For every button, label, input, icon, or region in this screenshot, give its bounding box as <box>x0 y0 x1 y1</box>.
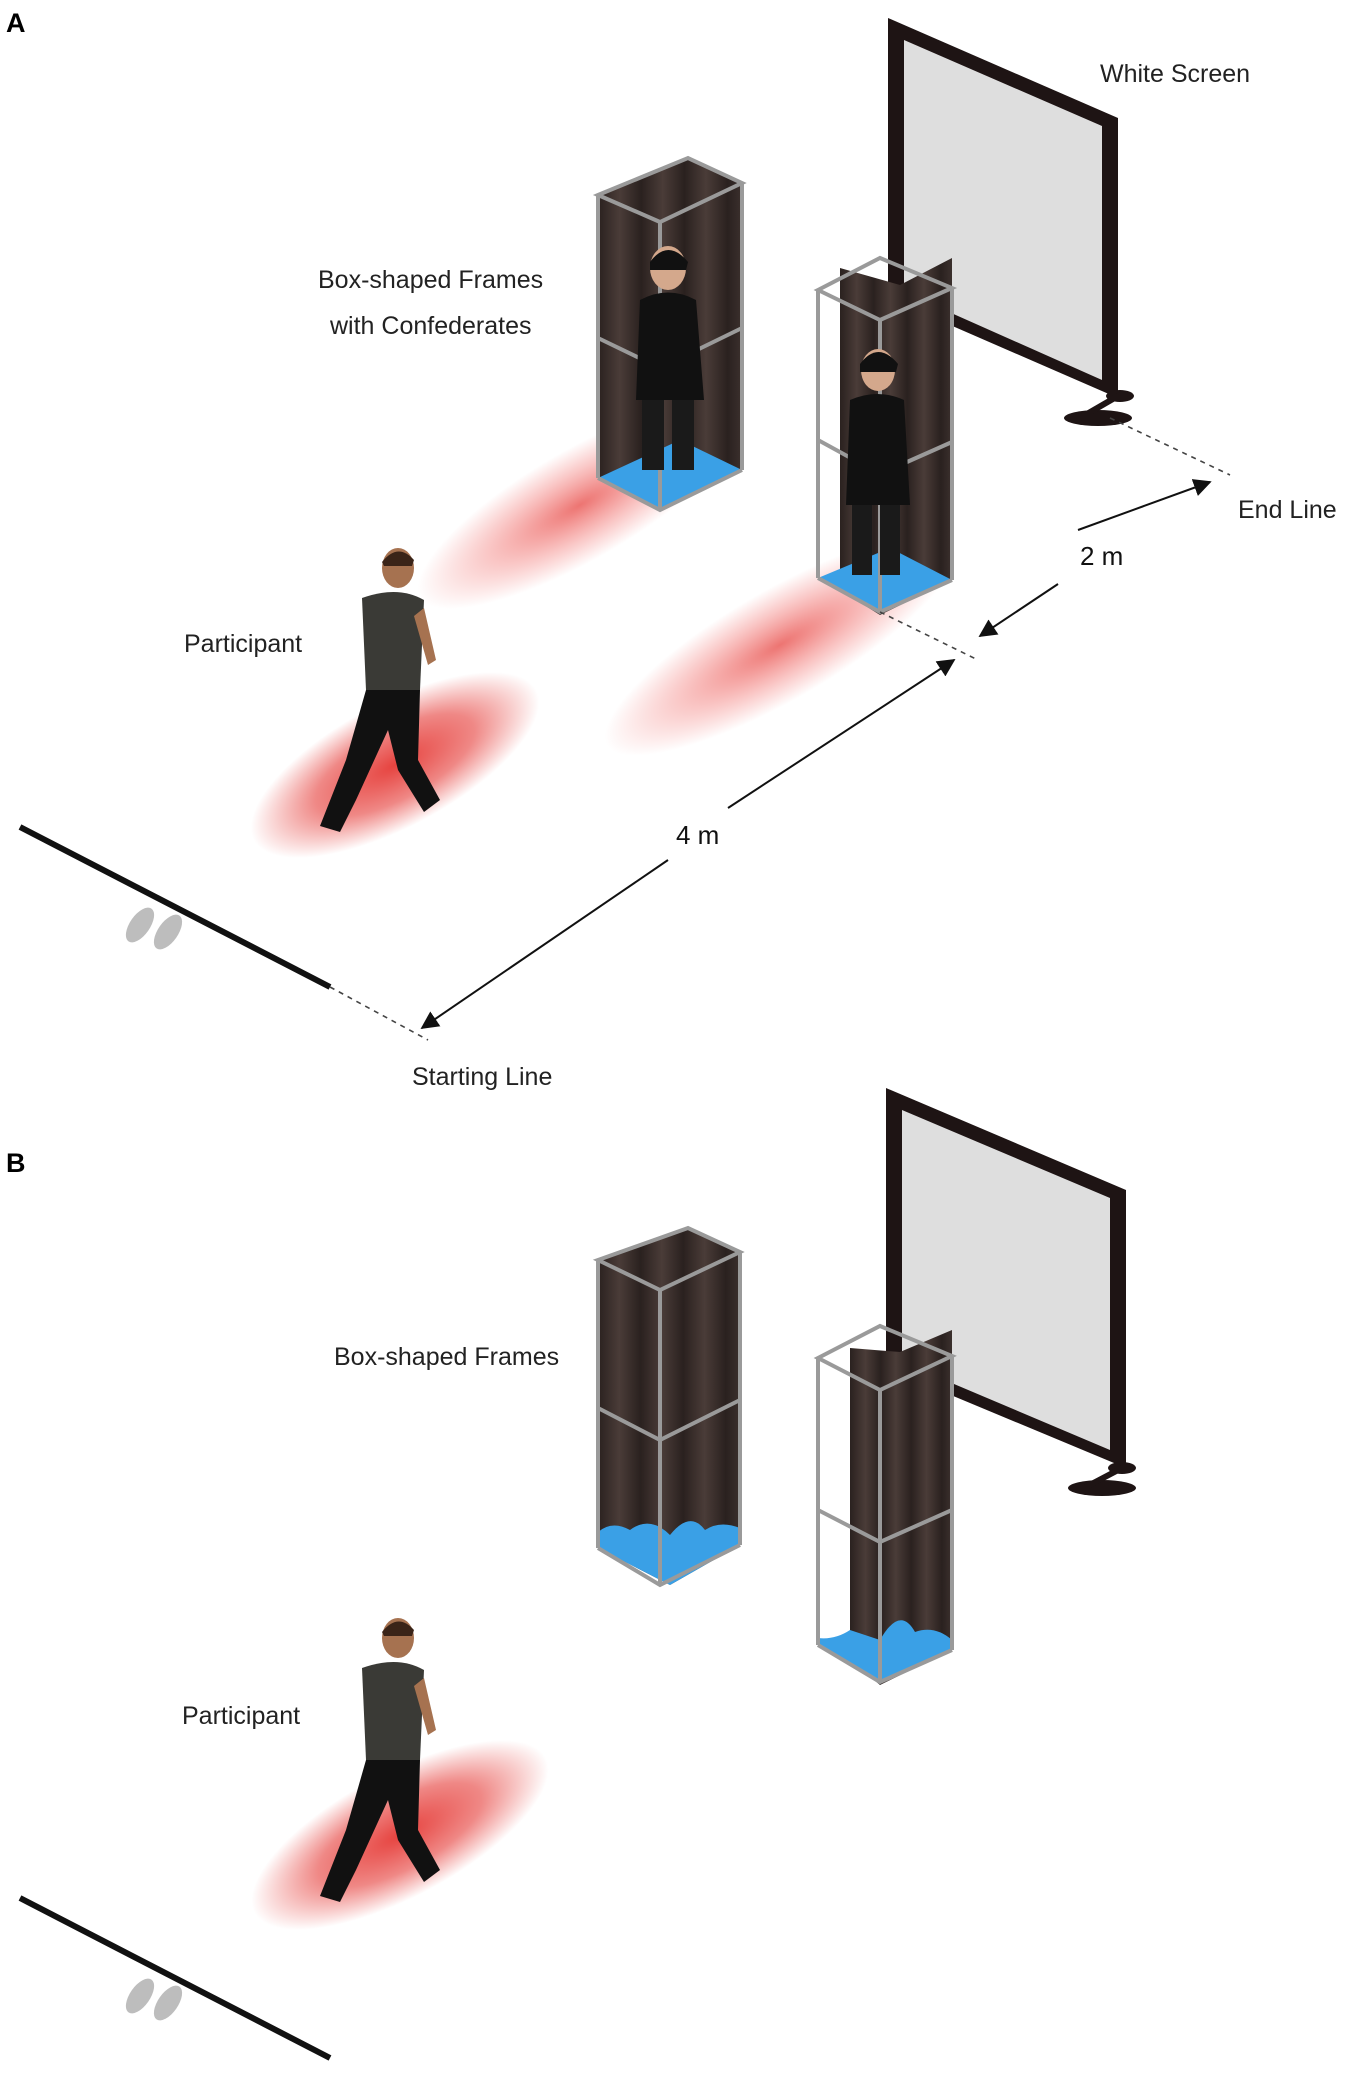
box-frame-1-empty <box>592 1225 745 1588</box>
distance-2m-label: 2 m <box>1080 541 1123 571</box>
panel-b: B Box-shaped Frames <box>6 1088 1136 2061</box>
starting-line-extension <box>329 986 429 1041</box>
panel-b-label: B <box>6 1148 26 1178</box>
participant-figure-b <box>320 1618 440 1902</box>
arrow-4m-upper <box>727 659 956 809</box>
frames-with-confederates-label-line2: with Confederates <box>329 312 532 340</box>
starting-line <box>18 824 332 990</box>
panel-a-label: A <box>6 8 26 38</box>
arrow-4m-lower <box>420 859 669 1030</box>
white-screen-label: White Screen <box>1100 60 1250 88</box>
arrow-2m-upper <box>1077 479 1212 531</box>
box-frame-1 <box>592 155 747 513</box>
footprints-icon-b <box>125 1978 183 2021</box>
end-line-label: End Line <box>1238 496 1337 524</box>
participant-label-b: Participant <box>182 1702 300 1730</box>
starting-line-label: Starting Line <box>412 1063 552 1091</box>
participant-figure-a <box>320 548 440 832</box>
arrow-2m-lower <box>978 583 1059 637</box>
box-frame-2 <box>813 255 958 615</box>
starting-line-b <box>18 1895 332 2061</box>
panel-a: A White Screen <box>6 8 1337 1091</box>
confederate-2 <box>846 349 910 575</box>
participant-personal-space <box>250 672 540 858</box>
distance-4m-label: 4 m <box>676 820 719 850</box>
box-frame-2-empty <box>813 1323 957 1685</box>
participant-label-a: Participant <box>184 630 302 658</box>
frames-with-confederates-label-line1: Box-shaped Frames <box>318 266 543 294</box>
end-line-extension <box>1109 417 1231 476</box>
footprints-icon-a <box>125 907 183 950</box>
frames-label-b: Box-shaped Frames <box>334 1343 559 1371</box>
confederate-1 <box>636 246 704 470</box>
confederate-line-extension <box>879 611 979 661</box>
